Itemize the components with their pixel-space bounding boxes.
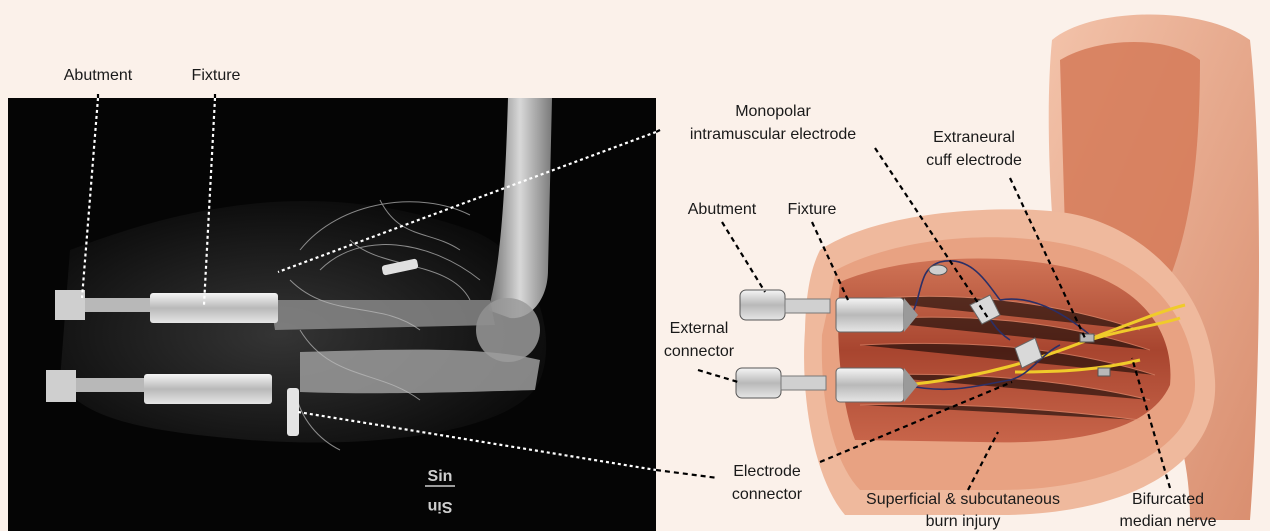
label-cuff-2: cuff electrode (926, 152, 1022, 169)
label-burn-2: burn injury (926, 513, 1001, 530)
xray-ulna (300, 350, 540, 394)
diagram-fixture-upper (836, 298, 918, 332)
label-electrode-2: connector (732, 486, 803, 503)
anatomy-diagram (736, 14, 1259, 520)
xray-radius (270, 300, 495, 330)
label-monopolar-1: Monopolar (735, 103, 811, 120)
label-xray-abutment: Abutment (64, 67, 133, 84)
label-cuff-1: Extraneural (933, 129, 1015, 146)
xray-marker-top: Sin (428, 468, 453, 485)
cuff-electrode-icon (1080, 334, 1094, 342)
leader-electrode-xray-ext (656, 470, 718, 478)
xray-electrode-connector (287, 388, 299, 436)
monopolar-electrode-icon (929, 265, 947, 275)
label-electrode-1: Electrode (733, 463, 801, 480)
cuff-electrode-icon-2 (1098, 368, 1110, 376)
xray-panel: Sin Sin (8, 98, 656, 531)
label-monopolar-2: intramuscular electrode (690, 126, 856, 143)
leader-external-connector (698, 370, 738, 382)
label-diagram-fixture: Fixture (788, 201, 837, 218)
label-external-1: External (670, 320, 729, 337)
leader-diagram-abutment (722, 222, 765, 292)
label-nerve-1: Bifurcated (1132, 491, 1204, 508)
label-external-2: connector (664, 343, 735, 360)
label-nerve-2: median nerve (1120, 513, 1217, 530)
label-diagram-abutment: Abutment (688, 201, 757, 218)
xray-marker-bottom: Sin (428, 498, 453, 515)
diagram-fixture-lower (836, 368, 918, 402)
label-burn-1: Superficial & subcutaneous (866, 491, 1060, 508)
label-xray-fixture: Fixture (192, 67, 241, 84)
